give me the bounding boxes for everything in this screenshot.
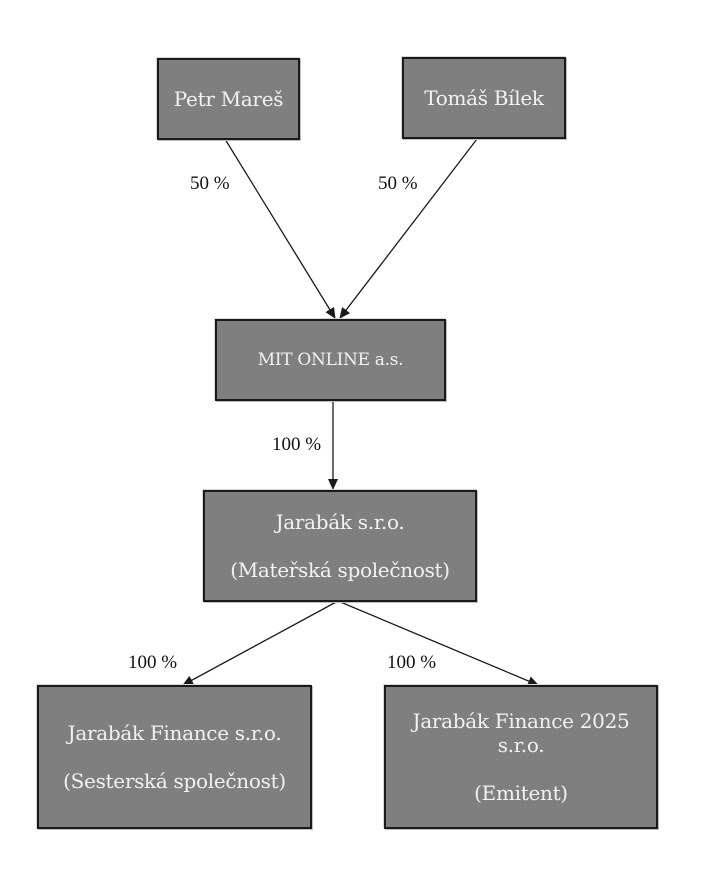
edge-label-petr-mit: 50 % bbox=[190, 173, 230, 194]
node-jarabak-finance-2025: Jarabák Finance 2025 s.r.o. (Emitent) bbox=[384, 685, 658, 829]
node-label: Jarabák Finance 2025 bbox=[412, 709, 630, 733]
edge-label-jarabak-finance2025: 100 % bbox=[387, 652, 437, 673]
edge-tomas-to-mit bbox=[339, 138, 478, 319]
node-jarabak-finance: Jarabák Finance s.r.o. (Sesterská společ… bbox=[37, 685, 312, 829]
edge-label-mit-jarabak: 100 % bbox=[272, 434, 322, 455]
node-jarabak-parent: Jarabák s.r.o. (Mateřská společnost) bbox=[203, 490, 477, 602]
node-label: Jarabák s.r.o. bbox=[275, 510, 405, 534]
node-label: Jarabák Finance s.r.o. bbox=[67, 721, 282, 745]
edge-label-tomas-mit: 50 % bbox=[378, 173, 418, 194]
edge-label-jarabak-finance: 100 % bbox=[128, 652, 178, 673]
node-tomas-bilek: Tomáš Bílek bbox=[402, 57, 566, 139]
node-label: MIT ONLINE a.s. bbox=[257, 350, 404, 370]
node-sublabel: (Emitent) bbox=[474, 781, 568, 805]
edge-petr-to-mit bbox=[224, 138, 336, 319]
node-petr-mares: Petr Mareš bbox=[157, 58, 300, 140]
node-sublabel: (Sesterská společnost) bbox=[63, 769, 286, 793]
node-mit-online: MIT ONLINE a.s. bbox=[215, 319, 446, 401]
node-label: Petr Mareš bbox=[173, 87, 284, 111]
edge-jarabak-to-finance bbox=[182, 600, 339, 686]
node-label: Tomáš Bílek bbox=[424, 86, 544, 110]
edge-jarabak-to-finance2025 bbox=[337, 600, 539, 686]
node-label-cont: s.r.o. bbox=[497, 733, 545, 757]
node-sublabel: (Mateřská společnost) bbox=[230, 558, 450, 582]
